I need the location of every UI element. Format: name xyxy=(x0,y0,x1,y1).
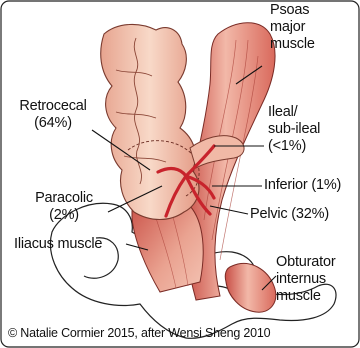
label-inferior: Inferior (1%) xyxy=(264,177,341,194)
label-ileal-sub-ileal: Ileal/ sub-ileal (<1%) xyxy=(268,104,320,155)
label-obturator-internus-muscle: Obturator internus muscle xyxy=(276,254,335,305)
colon xyxy=(101,24,199,219)
label-pelvic: Pelvic (32%) xyxy=(250,206,329,223)
label-paracolic: Paracolic (2%) xyxy=(20,190,108,224)
credit-line: © Natalie Cormier 2015, after Wensi Shen… xyxy=(8,326,270,340)
label-retrocecal: Retrocecal (64%) xyxy=(12,98,94,132)
label-psoas-major-muscle: Psoas major muscle xyxy=(270,2,315,53)
label-iliacus-muscle: Iliacus muscle xyxy=(14,236,102,253)
